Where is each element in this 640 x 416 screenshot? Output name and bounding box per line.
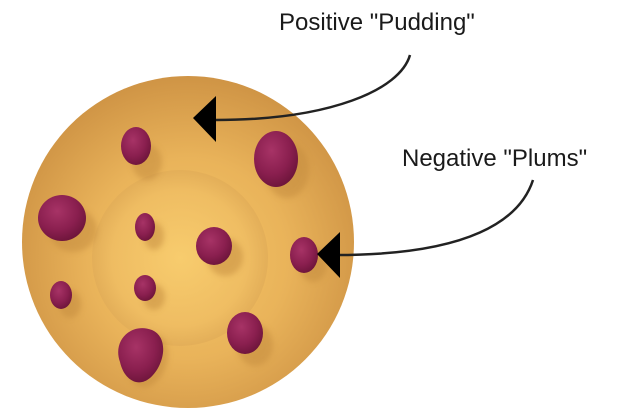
negative-plums-label: Negative "Plums" bbox=[402, 145, 587, 172]
positive-pudding-label: Positive "Pudding" bbox=[279, 9, 475, 36]
plum bbox=[254, 131, 309, 198]
positive-pointer-line bbox=[214, 54, 412, 122]
pudding-inner-glow bbox=[92, 170, 268, 346]
negative-pointer-line bbox=[335, 179, 535, 257]
positive-pointer-arrowhead bbox=[193, 96, 216, 142]
plum bbox=[121, 127, 162, 180]
plums-group bbox=[38, 127, 327, 388]
plum bbox=[135, 213, 164, 250]
plum bbox=[196, 227, 243, 276]
negative-pointer-arrowhead bbox=[317, 232, 340, 278]
plum bbox=[118, 328, 169, 388]
negative-plums-pointer bbox=[317, 179, 535, 278]
plum bbox=[50, 281, 81, 318]
plum bbox=[227, 312, 273, 366]
plum bbox=[38, 195, 97, 252]
plum bbox=[134, 275, 165, 310]
positive-pudding-pointer bbox=[193, 54, 412, 142]
